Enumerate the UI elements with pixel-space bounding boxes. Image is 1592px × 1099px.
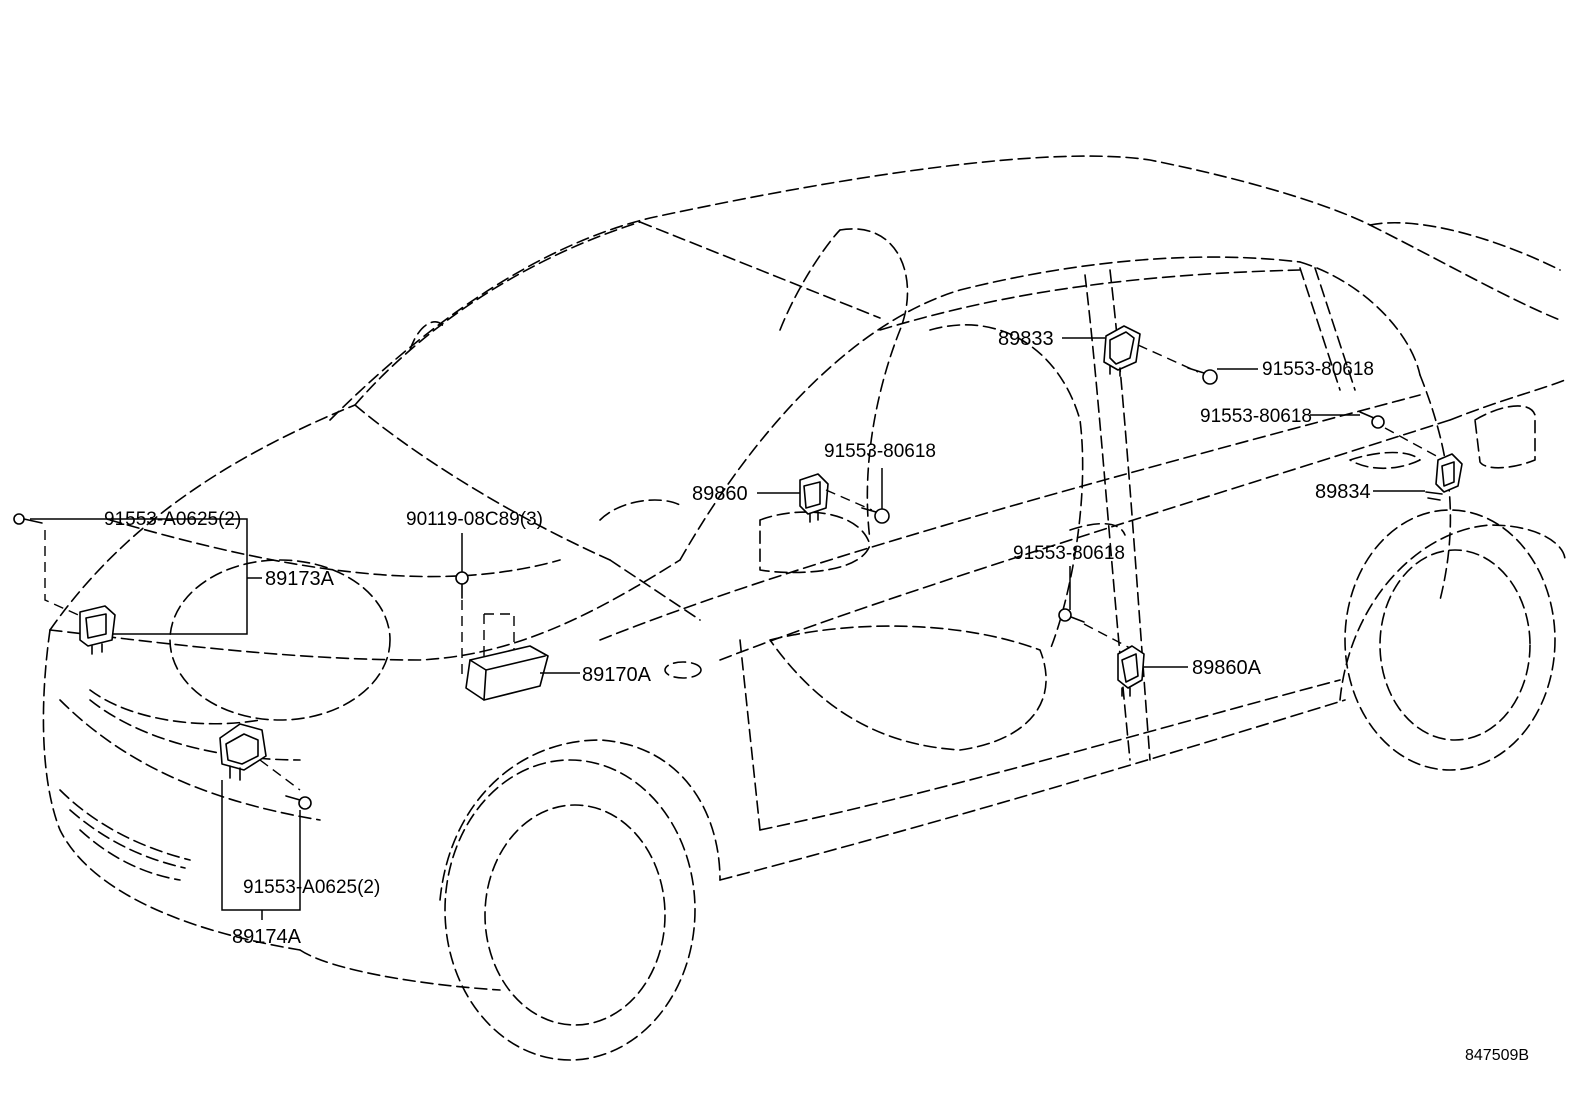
front-right-sensor-icon [219,723,267,781]
sensor-c-pillar-label: 89834 [1315,481,1371,503]
sensor-front-door-label: 89860 [692,483,748,505]
b-pillar-sensor-group: 89833 91553-80618 [998,325,1374,385]
sensor-front-right-label: 89174A [232,926,302,948]
sensor-rear-door-label: 89860A [1192,657,1262,679]
b-pillar-sensor-icon [1103,325,1141,377]
bolt-icon [861,507,890,524]
bolt-icon [1058,608,1085,623]
bolt-front-right-label: 91553-A0625(2) [243,877,380,898]
c-pillar-sensor-icon [1425,453,1463,501]
front-left-sensor-group: 91553-A0625(2) 89173A [13,509,335,655]
car-body-outline [42,155,1566,1061]
ecu-group: 90119-08C89(3) 89170A [406,509,652,701]
c-pillar-sensor-group: 91553-80618 89834 [1200,406,1463,503]
bolt-c-pillar-label: 91553-80618 [1200,406,1312,427]
bolt-icon [1187,367,1218,385]
front-door-sensor-group: 89860 91553-80618 [692,441,936,524]
front-right-sensor-group: 91553-A0625(2) 89174A [219,723,380,948]
screw-ecu-label: 90119-08C89(3) [406,509,543,530]
bolt-icon [285,795,312,810]
front-left-sensor-icon [79,605,116,655]
bolt-front-door-label: 91553-80618 [824,441,936,462]
rear-door-sensor-icon [1117,645,1145,697]
rear-door-sensor-group: 91553-80618 89860A [1013,543,1262,697]
catalog-number: 847509B [1465,1047,1529,1064]
bolt-b-pillar-label: 91553-80618 [1262,359,1374,380]
bolt-front-left-label: 91553-A0625(2) [104,509,241,530]
sensor-b-pillar-label: 89833 [998,328,1054,350]
bolt-icon [1359,411,1385,429]
screw-icon [455,571,469,599]
ecu-icon [465,645,549,701]
front-door-sensor-icon [799,473,829,523]
sensor-front-left-label: 89173A [265,568,335,590]
ecu-label: 89170A [582,664,652,686]
bolt-icon [13,513,43,525]
bolt-rear-door-label: 91553-80618 [1013,543,1125,564]
